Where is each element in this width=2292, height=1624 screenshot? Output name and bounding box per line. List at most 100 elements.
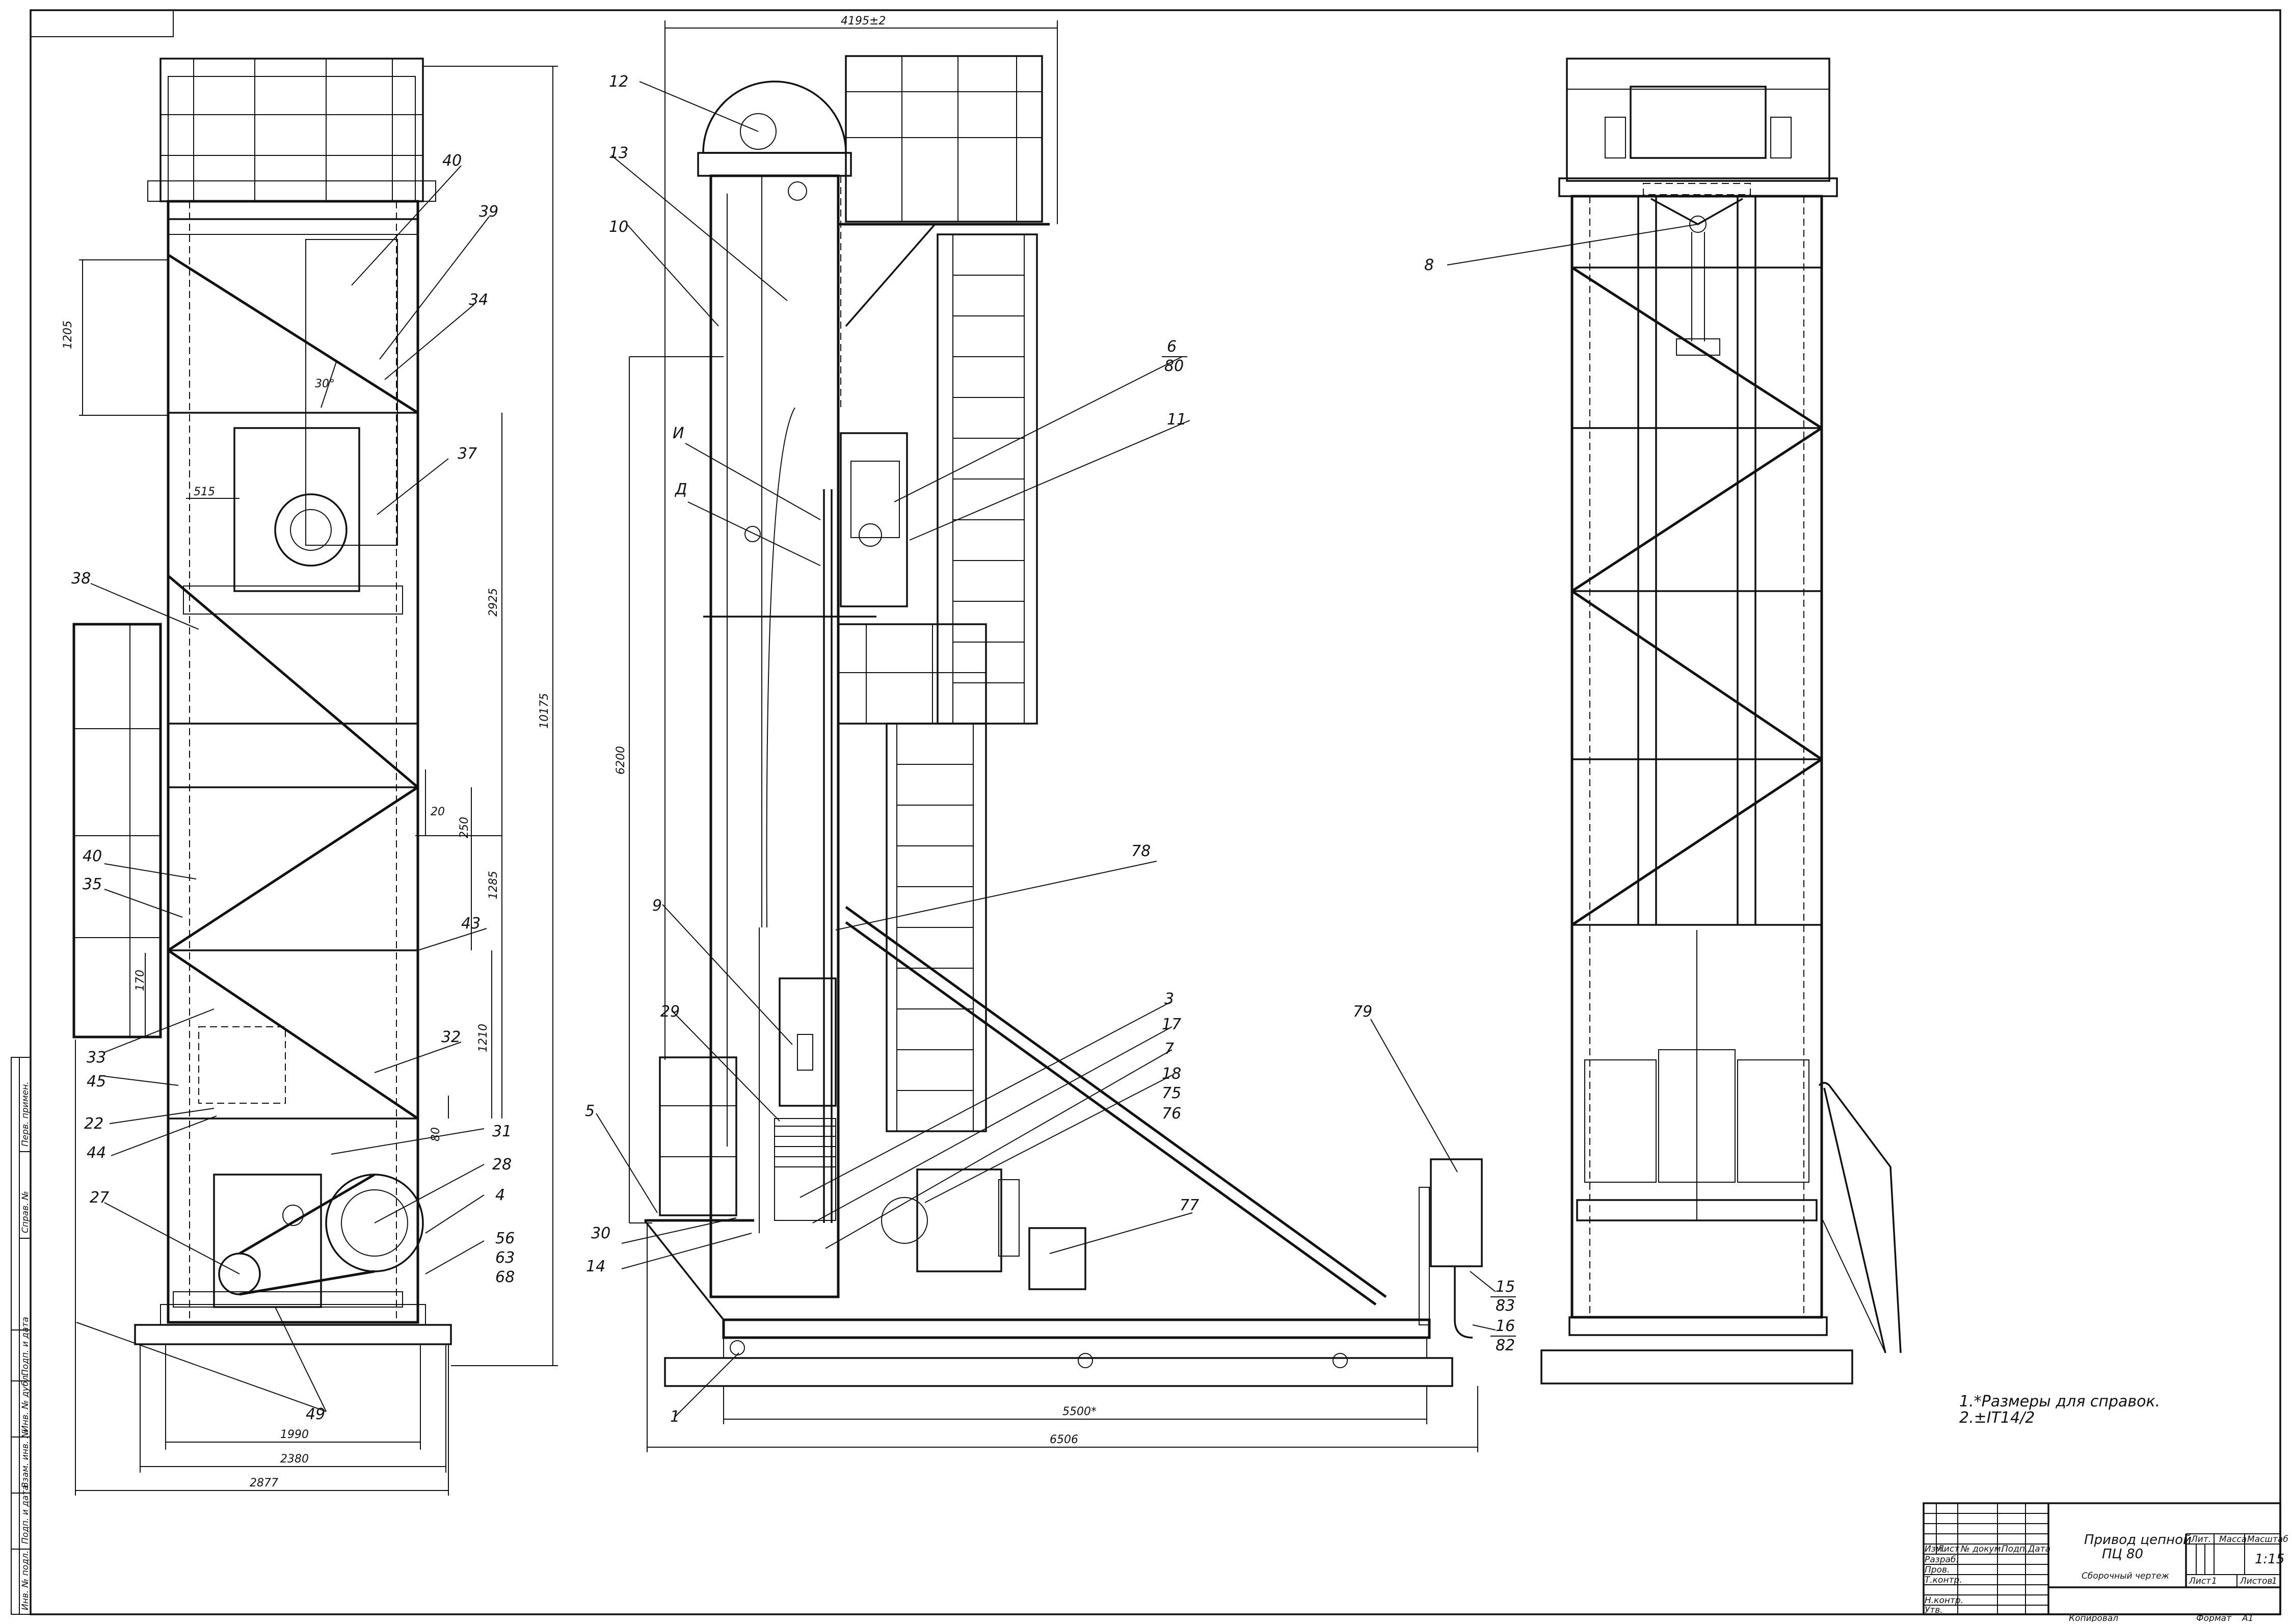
callout-4: 4 [495,1186,505,1204]
col-lit: Лит. [2191,1534,2211,1545]
dim-left-80: 80 [430,1127,442,1141]
callout-49: 49 [306,1405,325,1423]
dim-left-1285: 1285 [487,871,500,899]
callout-63: 63 [495,1249,515,1267]
row-header-doc: № докум. [1960,1544,2004,1554]
callout-16: 16 [1496,1317,1515,1335]
callout-18: 18 [1162,1065,1181,1083]
right-view: 8 [1424,58,1902,1385]
dim-left-10175: 10175 [538,693,551,729]
outer-frame [30,9,2281,1615]
callout-29: 29 [660,1003,680,1021]
dim-left-20: 20 [431,806,445,818]
dim-center-4195: 4195±2 [841,15,886,28]
dim-left-1210: 1210 [477,1024,490,1052]
callout-39: 39 [479,203,498,221]
side-stamp-3: Подп. и дата [20,1317,31,1376]
callout-44: 44 [87,1144,106,1162]
dim-left-1990: 1990 [280,1428,309,1441]
callout-80: 80 [1164,357,1184,375]
callout-3: 3 [1164,990,1174,1008]
dim-left-170: 170 [134,970,147,991]
dim-left-2925: 2925 [487,588,500,617]
callout-22: 22 [84,1115,103,1133]
callout-5: 5 [585,1102,595,1120]
role-razrab: Разраб. [1925,1555,1959,1565]
left-view: 1205 30° 515 2925 10175 20 250 1285 1210… [62,58,558,1496]
title-line1: Привод цепной [2084,1532,2192,1548]
callout-68: 68 [495,1268,515,1286]
role-utv: Утв. [1925,1605,1943,1615]
callout-17: 17 [1162,1016,1181,1033]
col-scale: Масштаб [2247,1534,2288,1545]
callout-11: 11 [1167,411,1186,429]
dim-left-515: 515 [194,486,215,498]
side-stamp-7: Инв. № подл. [20,1551,31,1610]
callout-32: 32 [441,1028,461,1046]
dim-left-2380: 2380 [280,1453,309,1466]
subtitle: Сборочный чертеж [2082,1571,2170,1581]
row-header-list: Лист [1937,1544,1960,1554]
callout-15: 15 [1496,1278,1515,1296]
callout-10: 10 [609,218,628,236]
format-value: А1 [2242,1613,2253,1622]
col-mass: Масса [2219,1534,2247,1545]
role-nkontr: Н.контр. [1925,1595,1963,1606]
scale-value: 1:15 [2255,1552,2284,1567]
callout-30: 30 [591,1224,610,1242]
callout-9: 9 [652,897,662,915]
callout-76: 76 [1162,1105,1181,1123]
callout-82: 82 [1496,1337,1515,1354]
callout-75: 75 [1162,1084,1181,1102]
format-label: Формат [2196,1613,2232,1622]
callout-40-top: 40 [442,152,462,170]
callout-13: 13 [609,144,628,162]
callout-56: 56 [495,1230,515,1247]
callout-37: 37 [458,445,477,463]
title-block: Изм. Лист № докум. Подп. Дата Разраб. Пр… [1923,1502,2288,1623]
dim-center-5500: 5500* [1062,1405,1097,1418]
sheets-label: Листов [2240,1576,2273,1586]
side-stamp: Перв. примен. Справ. № Подп. и дата Инв.… [11,1057,31,1615]
callout-28: 28 [492,1156,512,1174]
note-1: 1.*Размеры для справок. [1959,1393,2160,1410]
center-view: 4195±2 6200 5500* 6506 12 13 10 И Д 6 80… [585,15,1516,1452]
dim-left-30deg: 30° [315,378,335,390]
role-tkontr: Т.контр. [1925,1575,1962,1585]
row-header-date: Дата [2028,1544,2050,1554]
callout-35: 35 [83,875,102,893]
side-stamp-5: Взам. инв. № [20,1429,31,1488]
callout-6: 6 [1167,338,1177,356]
dim-left-2877: 2877 [250,1477,278,1489]
callout-14: 14 [586,1258,605,1275]
callout-78: 78 [1131,842,1151,860]
dim-left-1205: 1205 [62,321,74,349]
callout-40-mid: 40 [83,847,102,865]
callout-7: 7 [1164,1040,1174,1058]
callout-D: Д [674,481,687,498]
callout-31: 31 [492,1123,512,1140]
title-line2: ПЦ 80 [2102,1547,2143,1562]
callout-12: 12 [609,73,628,91]
callout-I: И [673,424,684,442]
sheets-total: 1 [2272,1576,2277,1586]
role-prov: Пров. [1925,1565,1950,1575]
side-stamp-4: Инв. № дубл. [20,1373,31,1432]
callout-45: 45 [87,1073,106,1090]
row-header-sign: Подп. [2002,1544,2028,1554]
top-left-stamp-box [30,10,174,37]
copied-label: Копировал [2069,1613,2118,1622]
callout-38: 38 [71,570,91,588]
callout-34: 34 [469,291,488,309]
callout-8: 8 [1424,256,1434,274]
callout-77: 77 [1180,1196,1199,1214]
sheet-label: Лист [2189,1576,2211,1586]
callout-33: 33 [87,1049,106,1067]
callout-79: 79 [1353,1003,1372,1021]
callout-1: 1 [670,1408,680,1426]
sheet-no: 1 [2211,1576,2217,1586]
callout-43: 43 [461,915,481,933]
note-2: 2.±IT14/2 [1959,1409,2035,1427]
